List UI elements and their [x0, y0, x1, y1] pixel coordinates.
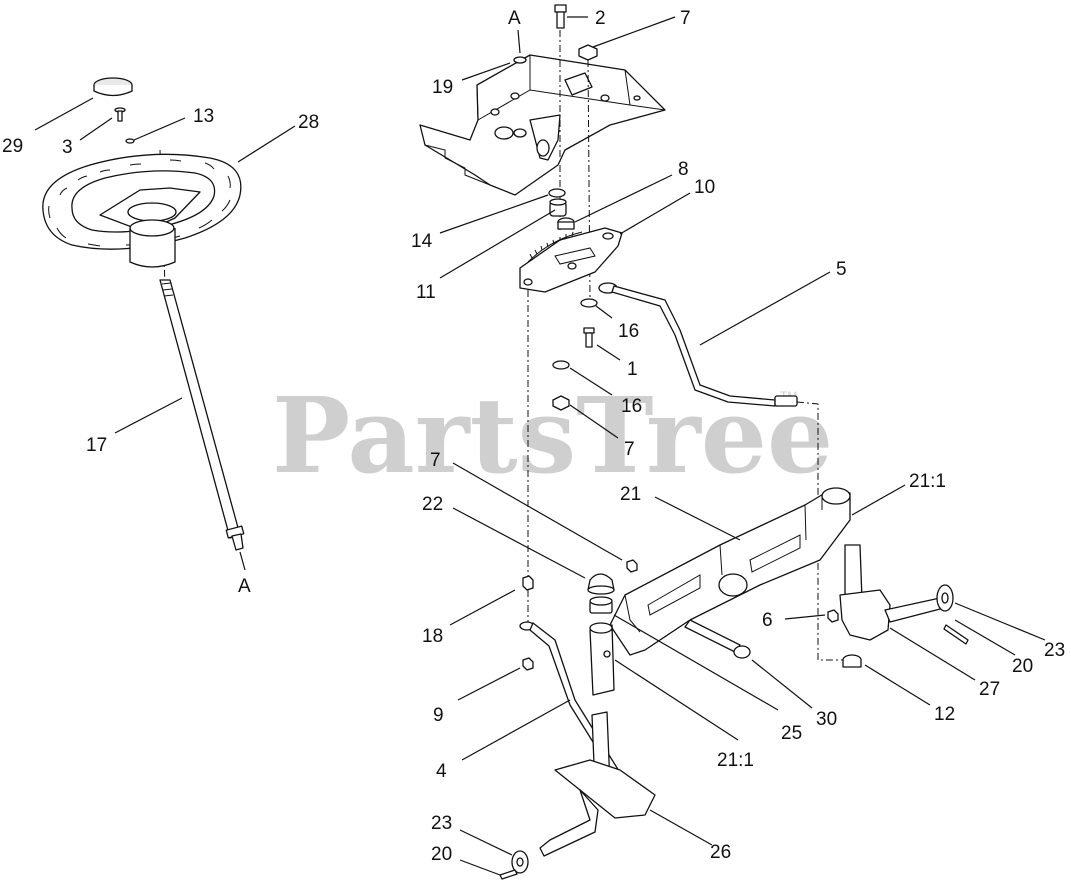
- nut-7-top: [578, 44, 598, 61]
- nut-7-mid: [552, 395, 570, 411]
- callout-9: 9: [433, 705, 444, 726]
- callout-27: 27: [979, 679, 1000, 700]
- axle-pivot-21-1: [589, 622, 615, 696]
- steering-shaft: [159, 279, 245, 551]
- callout-3: 3: [62, 137, 73, 158]
- callout-30: 30: [816, 709, 837, 730]
- ref-a-bottom: A: [238, 576, 251, 597]
- front-axle-21: [609, 487, 851, 656]
- callout-5: 5: [836, 259, 847, 280]
- callout-20-right: 20: [1012, 656, 1033, 677]
- bolt-2: [554, 4, 567, 29]
- callout-19: 19: [432, 77, 453, 98]
- pin-20-right: [943, 624, 969, 645]
- washer: [125, 138, 135, 144]
- nut-9: [522, 657, 534, 671]
- callout-18: 18: [422, 626, 443, 647]
- nut-18: [522, 575, 534, 591]
- steering-wheel: [42, 153, 242, 268]
- callout-22: 22: [422, 494, 443, 515]
- callout-10: 10: [694, 177, 715, 198]
- callout-25: 25: [781, 723, 802, 744]
- callout-6: 6: [762, 610, 773, 631]
- callout-1: 1: [627, 359, 638, 380]
- callout-23-left: 23: [431, 813, 452, 834]
- drag-link-5: [598, 282, 798, 407]
- callout-7-top: 7: [680, 8, 691, 29]
- bushing-25: [589, 596, 613, 614]
- callout-26: 26: [710, 842, 731, 863]
- nut-7-lower: [626, 559, 638, 573]
- callout-20-left: 20: [431, 844, 452, 865]
- callout-21-1-left: 21:1: [717, 750, 754, 771]
- washer-14: [548, 188, 566, 198]
- spindle-right: [839, 544, 954, 668]
- callout-16-top: 16: [618, 321, 639, 342]
- nut-6: [827, 609, 839, 623]
- centerline-right: [796, 401, 845, 661]
- bolt-1: [583, 327, 595, 348]
- callout-4: 4: [436, 761, 447, 782]
- steering-mount-bracket: [419, 54, 666, 196]
- callout-29: 29: [2, 136, 23, 157]
- spacer-8: [557, 217, 575, 230]
- cap-screw: [114, 107, 126, 122]
- steering-cap: [93, 77, 133, 97]
- callout-21: 21: [620, 484, 641, 505]
- ref-a-top: A: [508, 8, 521, 29]
- leader-lines: [34, 16, 1046, 876]
- callout-8: 8: [678, 159, 689, 180]
- sector-gear-plate-10: [519, 227, 623, 293]
- callout-16-bottom: 16: [621, 396, 642, 417]
- callout-28: 28: [298, 112, 319, 133]
- callout-17: 17: [86, 435, 107, 456]
- callout-7-mid: 7: [624, 439, 635, 460]
- callout-12: 12: [934, 704, 955, 725]
- pin-20-left: [499, 869, 518, 880]
- callout-7-lower: 7: [430, 450, 441, 471]
- callout-21-1-right: 21:1: [909, 471, 946, 492]
- dust-cap-22: [587, 573, 615, 595]
- bushing-11: [549, 198, 567, 217]
- washer-16-top: [580, 298, 598, 308]
- pivot-bolt-30: [684, 619, 751, 659]
- watermark-text: PartsTree: [272, 374, 833, 497]
- spindle-26: [499, 711, 656, 880]
- callout-14: 14: [411, 231, 433, 252]
- callout-13: 13: [193, 106, 214, 127]
- washer-16-bottom: [552, 360, 570, 370]
- callout-11: 11: [416, 282, 436, 303]
- callout-23-right: 23: [1044, 640, 1065, 661]
- callout-2: 2: [595, 8, 606, 29]
